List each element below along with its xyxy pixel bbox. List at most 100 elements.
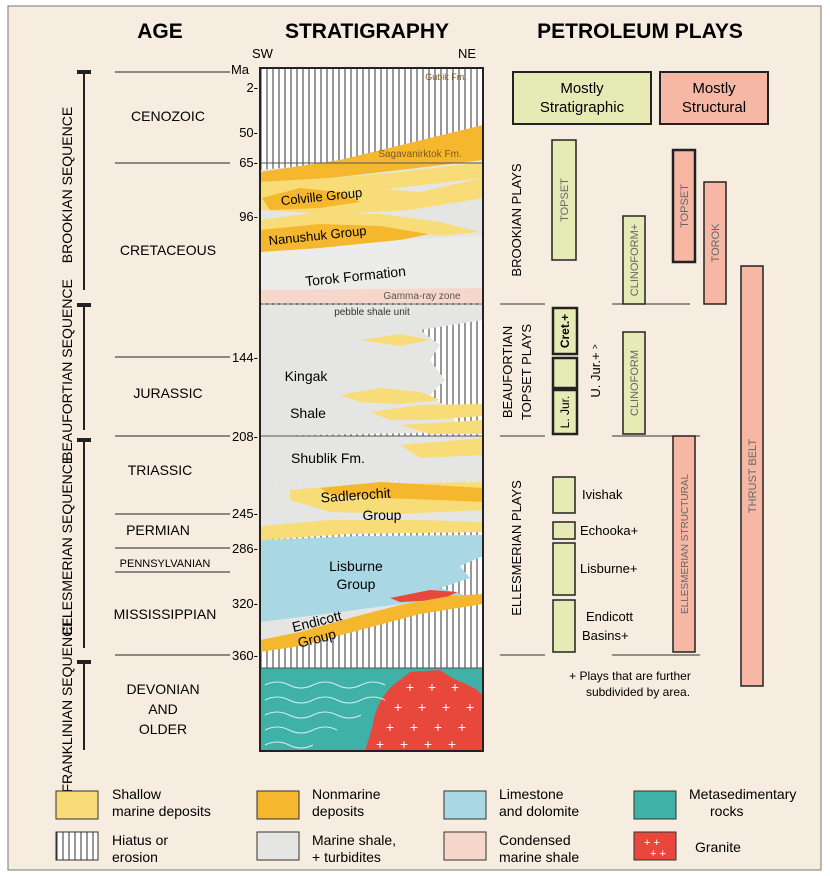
svg-text:+ +: + + <box>650 848 666 860</box>
svg-text:286-: 286- <box>232 541 258 556</box>
svg-text:+: + <box>424 736 432 752</box>
legend-limestone-swatch <box>444 791 486 819</box>
svg-text:+: + <box>376 736 384 752</box>
group-beaufortian: BEAUFORTIAN <box>500 326 515 418</box>
footnote-1: + Plays that are further <box>569 669 691 683</box>
svg-text:THRUST BELT: THRUST BELT <box>747 439 759 513</box>
svg-text:Granite: Granite <box>695 839 741 855</box>
svg-text:marine deposits: marine deposits <box>112 803 211 819</box>
svg-text:ELLESMERIAN STRUCTURAL: ELLESMERIAN STRUCTURAL <box>680 474 691 614</box>
svg-text:Lisburne+: Lisburne+ <box>580 561 637 576</box>
seq-franklinian: FRANKLINIAN SEQUENCE <box>59 617 75 792</box>
svg-text:144-: 144- <box>232 350 258 365</box>
age-devonian-2: AND <box>148 701 178 717</box>
svg-text:245-: 245- <box>232 506 258 521</box>
svg-text:Cret.+: Cret.+ <box>558 314 572 348</box>
shublik-label: Shublik Fm. <box>291 450 365 466</box>
svg-text:+: + <box>406 679 414 695</box>
age-cenozoic: CENOZOIC <box>131 108 205 124</box>
svg-text:CLINOFORM: CLINOFORM <box>629 350 641 416</box>
svg-text:208-: 208- <box>232 429 258 444</box>
seq-brookian: BROOKIAN SEQUENCE <box>59 107 75 263</box>
stratigraphy-header: STRATIGRAPHY <box>285 20 449 43</box>
gubik-label: Gubik Fm. <box>425 72 467 82</box>
svg-text:Echooka+: Echooka+ <box>580 523 638 538</box>
play-lisburne <box>553 543 575 595</box>
svg-text:+: + <box>400 736 408 752</box>
age-permian: PERMIAN <box>126 522 190 538</box>
seq-beaufortian: BEAUFORTIAN SEQUENCE <box>59 279 75 461</box>
age-triassic: TRIASSIC <box>128 462 193 478</box>
svg-text:+: + <box>394 699 402 715</box>
svg-text:+: + <box>451 679 459 695</box>
sadlerochit-group-label: Group <box>363 507 402 523</box>
svg-text:320-: 320- <box>232 596 258 611</box>
svg-text:Shallow: Shallow <box>112 786 162 802</box>
svg-text:Mostly: Mostly <box>692 80 736 97</box>
group-brookian-plays: BROOKIAN PLAYS <box>509 163 524 277</box>
lisburne-group-label: Group <box>337 576 376 592</box>
svg-text:Ivishak: Ivishak <box>582 487 623 502</box>
play-endicott <box>553 600 575 652</box>
svg-text:50-: 50- <box>239 125 258 140</box>
play-ivishak <box>553 477 575 513</box>
svg-text:TOPSET: TOPSET <box>559 178 571 222</box>
age-header: AGE <box>137 20 183 43</box>
age-cretaceous: CRETACEOUS <box>120 242 216 258</box>
kingak-label: Kingak <box>285 368 329 384</box>
svg-text:U. Jur.+: U. Jur.+ <box>588 352 603 397</box>
footnote-2: subdivided by area. <box>586 685 690 699</box>
ne-label: NE <box>458 46 476 61</box>
svg-text:L. Jur.: L. Jur. <box>558 396 572 429</box>
svg-text:+: + <box>418 699 426 715</box>
legend-condensed-swatch <box>444 832 486 860</box>
legend-shale-swatch <box>257 832 299 860</box>
svg-text:Marine shale,: Marine shale, <box>312 832 396 848</box>
pebble-label: pebble shale unit <box>334 307 410 318</box>
svg-text:2-: 2- <box>246 80 258 95</box>
svg-text:deposits: deposits <box>312 803 364 819</box>
svg-text:CLINOFORM+: CLINOFORM+ <box>629 224 641 296</box>
svg-text:96-: 96- <box>239 209 258 224</box>
svg-text:+: + <box>448 736 456 752</box>
svg-text:+: + <box>410 719 418 735</box>
svg-text:Metasedimentary: Metasedimentary <box>689 786 796 802</box>
gamma-label: Gamma-ray zone <box>383 291 461 302</box>
sagavanirktok-label: Sagavanirktok Fm. <box>378 149 461 160</box>
legend-hiatus-swatch <box>56 832 98 860</box>
legend-shallow-swatch <box>56 791 98 819</box>
svg-text:marine shale: marine shale <box>499 849 579 865</box>
lisburne-label: Lisburne <box>329 558 383 574</box>
svg-text:+ turbidites: + turbidites <box>312 849 381 865</box>
svg-text:Limestone: Limestone <box>499 786 564 802</box>
svg-text:+: + <box>386 719 394 735</box>
svg-text:Basins+: Basins+ <box>582 628 629 643</box>
svg-text:+: + <box>428 679 436 695</box>
svg-text:erosion: erosion <box>112 849 158 865</box>
svg-text:Nonmarine: Nonmarine <box>312 786 381 802</box>
age-devonian-3: OLDER <box>139 721 187 737</box>
plays-header: PETROLEUM PLAYS <box>537 20 743 43</box>
play-ujur <box>553 358 577 388</box>
svg-text:TOPSET: TOPSET <box>679 184 691 228</box>
svg-text:+: + <box>442 699 450 715</box>
shale-label: Shale <box>290 405 326 421</box>
svg-text:+: + <box>458 719 466 735</box>
group-topset-plays: TOPSET PLAYS <box>519 324 534 420</box>
svg-text:+: + <box>434 719 442 735</box>
age-pennsylvanian: PENNSYLVANIAN <box>120 558 211 570</box>
svg-text:TOROK: TOROK <box>710 223 722 263</box>
svg-text:+: + <box>466 699 474 715</box>
age-devonian-1: DEVONIAN <box>126 681 199 697</box>
svg-text:Endicott: Endicott <box>586 609 633 624</box>
svg-text:rocks: rocks <box>710 803 743 819</box>
legend-nonmarine-swatch <box>257 791 299 819</box>
svg-text:65-: 65- <box>239 155 258 170</box>
svg-text:Hiatus or: Hiatus or <box>112 832 168 848</box>
sw-label: SW <box>252 46 274 61</box>
age-jurassic: JURASSIC <box>133 385 202 401</box>
ujur-caret: ^ <box>593 344 598 355</box>
seq-ellesmerian: ELLESMERIAN SEQUENCE <box>59 455 75 636</box>
svg-text:Condensed: Condensed <box>499 832 571 848</box>
